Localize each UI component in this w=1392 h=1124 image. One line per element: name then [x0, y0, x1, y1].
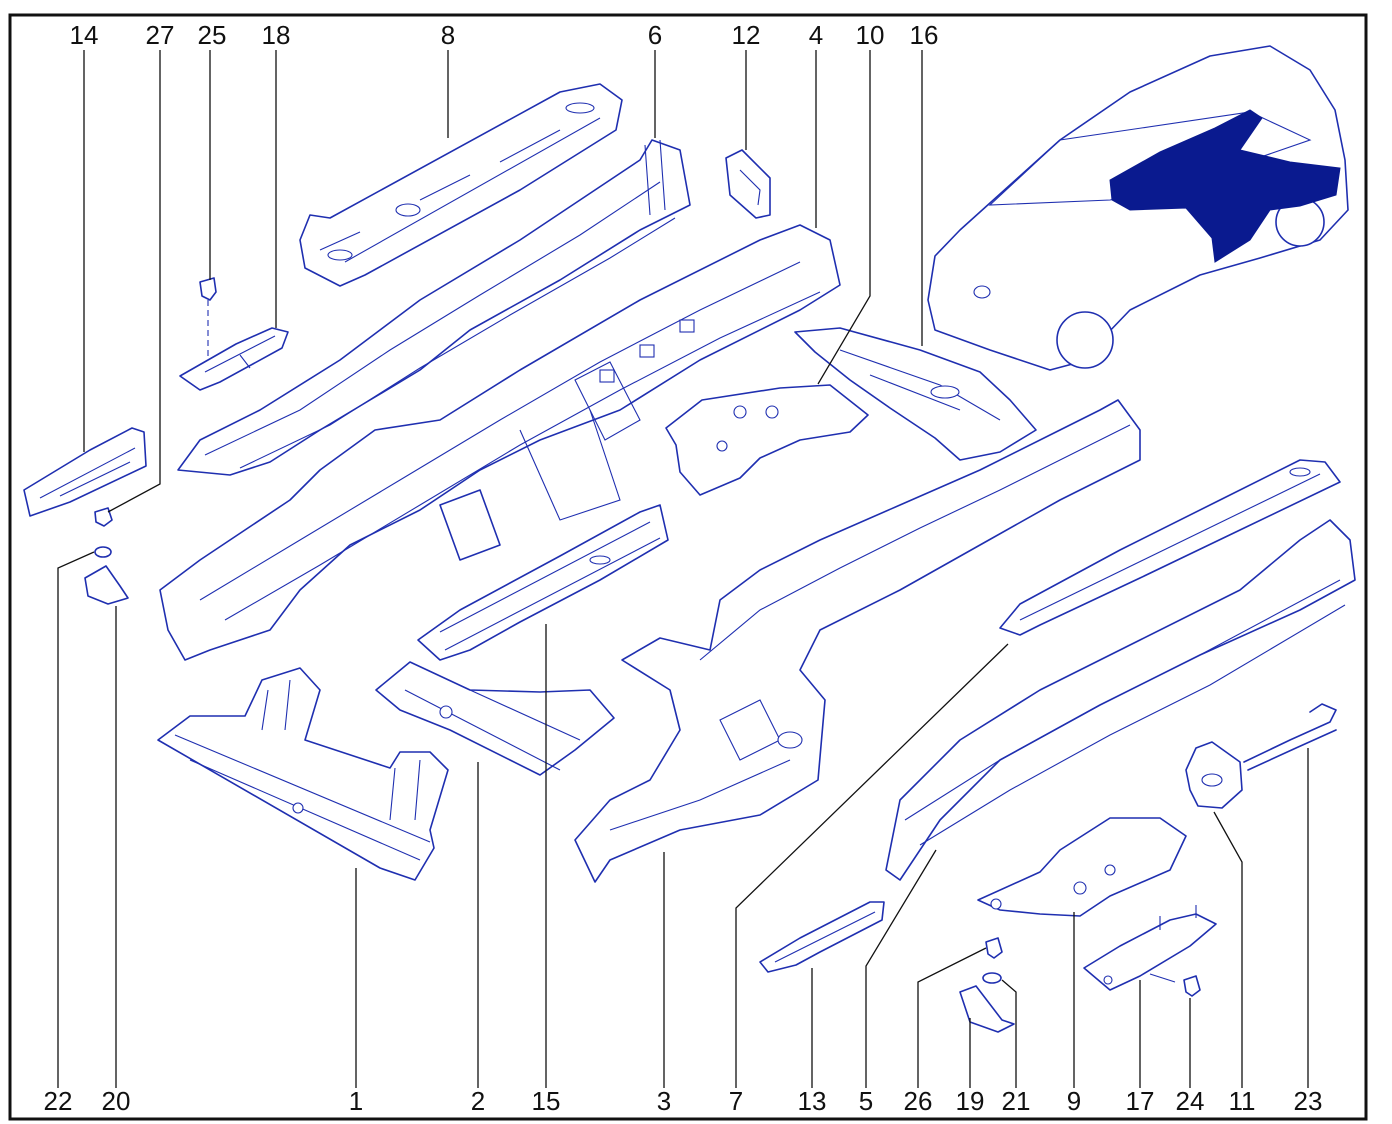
label-7: 7	[729, 1086, 743, 1116]
label-3: 3	[657, 1086, 671, 1116]
label-2: 2	[471, 1086, 485, 1116]
part-14	[23, 427, 147, 517]
part-13	[759, 901, 885, 973]
vehicle-floor-highlight	[1109, 109, 1341, 263]
label-12: 12	[732, 20, 761, 50]
part-18-bracket	[179, 327, 289, 391]
label-17: 17	[1126, 1086, 1155, 1116]
part-8	[299, 83, 623, 287]
bottom-label-row: 22 20 1 2 15 3 7 13 5 26 19 21 9 17 24 1…	[44, 1086, 1323, 1116]
part-21-washer	[982, 972, 1002, 984]
label-6: 6	[648, 20, 662, 50]
label-23: 23	[1294, 1086, 1323, 1116]
part-10	[665, 384, 869, 496]
part-22-washer	[94, 546, 112, 558]
part-7	[999, 459, 1341, 636]
label-9: 9	[1067, 1086, 1081, 1116]
part-12	[725, 149, 771, 219]
part-15	[417, 504, 669, 661]
label-5: 5	[859, 1086, 873, 1116]
part-23	[1243, 703, 1337, 771]
label-25: 25	[198, 20, 227, 50]
part-1	[157, 667, 449, 881]
part-9	[977, 817, 1187, 917]
part-16	[794, 327, 1037, 461]
part-19-bracket	[959, 985, 1015, 1033]
label-16: 16	[910, 20, 939, 50]
label-15: 15	[532, 1086, 561, 1116]
part-2	[375, 661, 615, 776]
label-11: 11	[1229, 1086, 1256, 1116]
label-10: 10	[856, 20, 885, 50]
label-8: 8	[441, 20, 455, 50]
label-22: 22	[44, 1086, 73, 1116]
part-4	[159, 224, 841, 661]
diagram-frame	[8, 13, 1368, 1121]
label-24: 24	[1176, 1086, 1205, 1116]
label-1: 1	[349, 1086, 363, 1116]
part-3	[574, 399, 1141, 883]
label-13: 13	[798, 1086, 827, 1116]
label-26: 26	[904, 1086, 933, 1116]
part-5	[885, 519, 1356, 881]
label-14: 14	[70, 20, 99, 50]
bottom-leaders	[57, 551, 1309, 1088]
part-27-bolt	[94, 507, 113, 527]
label-27: 27	[146, 20, 175, 50]
part-26-bolt	[985, 937, 1003, 959]
part-24-bolt	[1149, 973, 1201, 997]
top-leaders	[83, 50, 923, 513]
part-11	[1185, 741, 1243, 809]
part-17	[1083, 905, 1217, 991]
label-19: 19	[956, 1086, 985, 1116]
top-label-row: 14 27 25 18 8 6 12 4 10 16	[70, 20, 939, 50]
label-4: 4	[809, 20, 823, 50]
part-25-bolt	[199, 277, 217, 360]
part-20-clip	[84, 565, 129, 605]
label-21: 21	[1002, 1086, 1031, 1116]
vehicle-silhouette-icon	[927, 45, 1349, 371]
label-18: 18	[262, 20, 291, 50]
label-20: 20	[102, 1086, 131, 1116]
part-6	[177, 139, 691, 476]
